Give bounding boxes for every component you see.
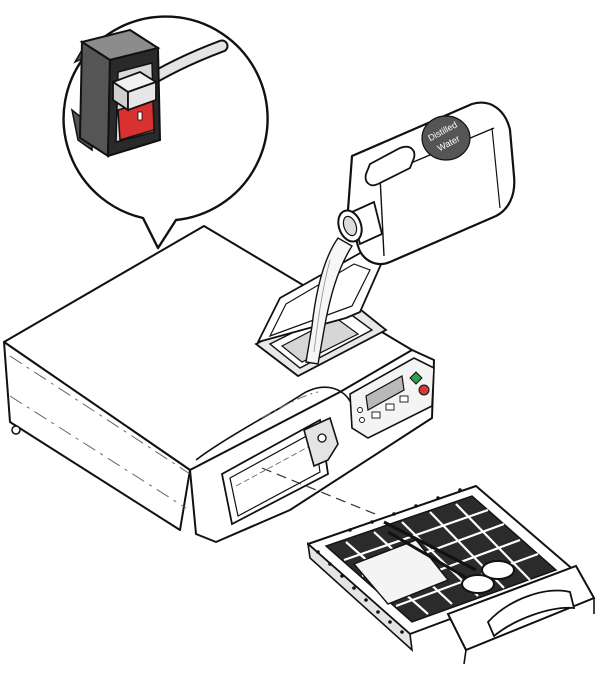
unit-left-side [3, 341, 191, 531]
jug-label [421, 115, 471, 161]
start-button-icon [409, 371, 423, 385]
tray-handle [486, 589, 576, 638]
insert-guide-line [261, 467, 381, 517]
instrument-tray [306, 485, 596, 665]
jug-handle [364, 145, 416, 187]
water-stream [305, 237, 353, 365]
distilled-water-jug: Distilled Water [337, 101, 516, 266]
lcd-display [365, 375, 405, 411]
power-plug [111, 71, 159, 112]
control-panel [349, 357, 435, 439]
stop-button-icon [418, 384, 430, 396]
sterilizer-unit [3, 225, 435, 543]
power-switch-callout [62, 15, 269, 250]
sterilization-pouch [352, 539, 450, 605]
scissors-icon [383, 520, 515, 594]
jug-body [346, 101, 516, 266]
chamber-opening [220, 416, 339, 526]
